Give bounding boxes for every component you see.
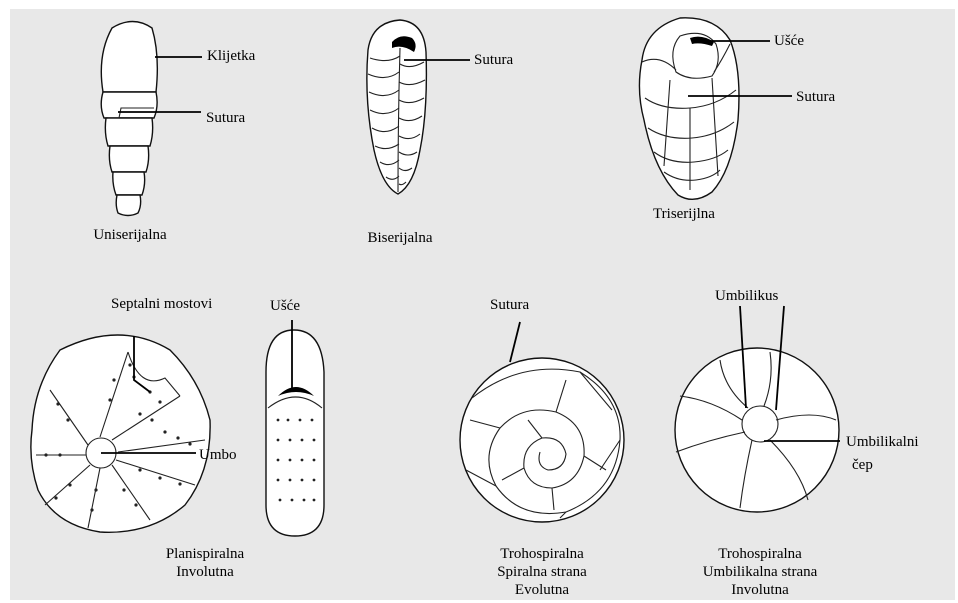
caption-triserijlna-line: Triserijlna (614, 205, 754, 223)
uniserial-chamber-5 (113, 172, 145, 195)
leader-sutura-spiral (510, 322, 520, 362)
caption-trohospiralna-spiralna: Trohospiralna Spiralna strana Evolutna (472, 545, 612, 599)
label-umbilikus: Umbilikus (715, 288, 778, 305)
caption-troh-u-line3: Involutna (680, 581, 840, 599)
side-outline (266, 330, 324, 536)
caption-troh-u-line1: Trohospiralna (680, 545, 840, 563)
planispiral-shell (31, 335, 210, 532)
caption-biserijalna-line: Biserijalna (330, 229, 470, 247)
label-umbilikalni: Umbilikalni (846, 434, 919, 451)
label-umbo: Umbo (199, 447, 237, 464)
uniserial-chamber-4 (109, 146, 148, 172)
caption-uniserijalna-line: Uniserijalna (60, 226, 200, 244)
label-klijetka: Klijetka (207, 48, 255, 65)
label-sutura-spiral: Sutura (490, 297, 529, 314)
uniserial-chamber-3 (105, 118, 152, 146)
uniserial-shell (101, 22, 157, 216)
label-cep: čep (852, 457, 873, 474)
caption-planispiralna: Planispiralna Involutna (135, 545, 275, 581)
uniserial-chamber-2 (101, 92, 157, 118)
spiral-outline (460, 358, 624, 522)
caption-troh-s-line2: Spiralna strana (472, 563, 612, 581)
label-sutura-bi: Sutura (474, 52, 513, 69)
caption-biserijalna: Biserijalna (330, 229, 470, 247)
uniserial-chamber-6 (116, 195, 140, 216)
caption-trohospiralna-umbilikalna: Trohospiralna Umbilikalna strana Involut… (680, 545, 840, 599)
trochospiral-spiral-side (460, 358, 624, 522)
caption-triserijlna: Triserijlna (614, 205, 754, 223)
caption-planispiralna-line1: Planispiralna (135, 545, 275, 563)
caption-troh-s-line1: Trohospiralna (472, 545, 612, 563)
trochospiral-umbilical-side (675, 348, 839, 512)
label-sutura-tri: Sutura (796, 89, 835, 106)
biserial-shell (367, 20, 427, 194)
triserial-shell (639, 18, 739, 200)
caption-planispiralna-line2: Involutna (135, 563, 275, 581)
caption-troh-s-line3: Evolutna (472, 581, 612, 599)
planispiral-outline (31, 335, 210, 532)
umbilical-outline (675, 348, 839, 512)
caption-troh-u-line2: Umbilikalna strana (680, 563, 840, 581)
caption-uniserijalna: Uniserijalna (60, 226, 200, 244)
uniserial-chamber-1 (101, 22, 157, 93)
planispiral-side-view (266, 330, 324, 536)
label-usce-side: Ušće (270, 298, 300, 315)
label-usce-tri: Ušće (774, 33, 804, 50)
label-sutura-uni: Sutura (206, 110, 245, 127)
label-septalni-mostovi: Septalni mostovi (111, 296, 212, 313)
